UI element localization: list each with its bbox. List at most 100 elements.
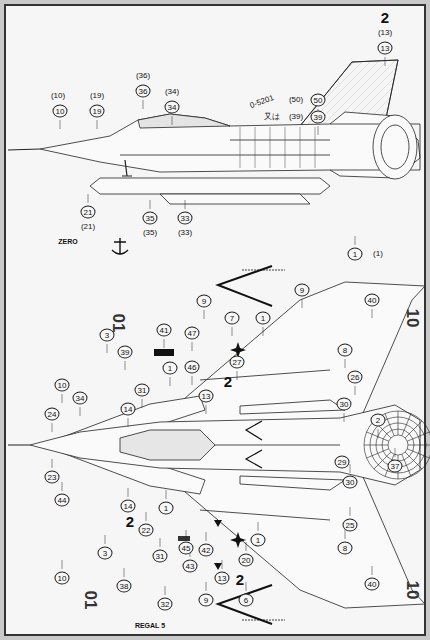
callout-number: 27 bbox=[230, 356, 245, 369]
callout-number: 7 bbox=[225, 312, 240, 325]
callout-number: 13 bbox=[215, 572, 230, 585]
callout-number: 35 bbox=[143, 212, 158, 225]
callout-number: 46 bbox=[185, 361, 200, 374]
leader-line bbox=[150, 200, 151, 209]
callout-number: 47 bbox=[185, 327, 200, 340]
leader-line bbox=[192, 342, 193, 351]
callout-number: 32 bbox=[158, 598, 173, 611]
decal-label: 2 bbox=[381, 10, 389, 26]
callout-number: 9 bbox=[199, 594, 214, 607]
callout-number: 33 bbox=[178, 212, 193, 225]
leader-line bbox=[97, 120, 98, 129]
callout-number: 45 bbox=[179, 542, 194, 555]
decal-label: 10 bbox=[403, 581, 421, 600]
callout-number: 41 bbox=[157, 324, 172, 337]
leader-line bbox=[107, 344, 108, 353]
leader-line bbox=[128, 488, 129, 497]
panel-line bbox=[315, 127, 316, 168]
callout-number: 30 bbox=[337, 398, 352, 411]
decal-label: (36) bbox=[136, 71, 150, 81]
leader-line bbox=[166, 490, 167, 499]
decal-label: 2 bbox=[126, 514, 134, 530]
leader-line bbox=[160, 538, 161, 547]
decal-label: (50) bbox=[289, 95, 303, 105]
leader-line bbox=[232, 327, 233, 336]
leader-line bbox=[355, 236, 356, 245]
leader-line bbox=[378, 429, 379, 438]
star-decal bbox=[154, 342, 246, 570]
decal-label: (13) bbox=[378, 28, 392, 38]
leader-line bbox=[372, 309, 373, 318]
callout-number: 34 bbox=[165, 101, 180, 114]
callout-number: 3 bbox=[100, 329, 115, 342]
leader-line bbox=[192, 376, 193, 385]
callout-number: 25 bbox=[343, 519, 358, 532]
leader-line bbox=[345, 530, 346, 539]
decal-label: (33) bbox=[178, 228, 192, 238]
callout-number: 19 bbox=[90, 105, 105, 118]
callout-number: 21 bbox=[81, 206, 96, 219]
side-view bbox=[8, 60, 420, 204]
callout-number: 9 bbox=[197, 295, 212, 308]
leader-line bbox=[164, 339, 165, 348]
leader-line bbox=[146, 512, 147, 521]
panel-line bbox=[255, 127, 256, 168]
leader-line bbox=[165, 586, 166, 595]
callout-number: 6 bbox=[239, 594, 254, 607]
decal-label: REGAL 5 bbox=[135, 621, 165, 631]
decal-label: (19) bbox=[90, 91, 104, 101]
red-decal bbox=[178, 536, 190, 541]
callout-number: 1 bbox=[163, 362, 178, 375]
callout-number: 34 bbox=[73, 392, 88, 405]
leader-line bbox=[170, 377, 171, 386]
decal-label: (39) bbox=[289, 112, 303, 122]
callout-number: 8 bbox=[338, 344, 353, 357]
callout-number: 13 bbox=[199, 390, 214, 403]
triangle-decal bbox=[214, 520, 222, 527]
decal-label: 10 bbox=[403, 309, 421, 328]
leader-line bbox=[263, 327, 264, 336]
leader-line bbox=[186, 530, 187, 539]
callout-number: 1 bbox=[251, 534, 266, 547]
nozzle-petal bbox=[405, 452, 422, 469]
callout-number: 29 bbox=[335, 456, 350, 469]
sheet-frame bbox=[5, 5, 425, 635]
leader-line bbox=[62, 394, 63, 403]
panel-line bbox=[285, 127, 286, 168]
anchor-mark bbox=[112, 238, 128, 254]
nozzle-petal bbox=[402, 414, 411, 436]
leader-line bbox=[88, 194, 89, 203]
leader-line bbox=[60, 120, 61, 129]
callout-number: 10 bbox=[53, 105, 68, 118]
nozzle-petal bbox=[367, 432, 389, 441]
callout-number: 37 bbox=[388, 460, 403, 473]
black-decal bbox=[154, 349, 174, 356]
decal-label: (1) bbox=[373, 249, 383, 259]
leader-line bbox=[385, 57, 386, 66]
leader-line bbox=[246, 582, 247, 591]
decal-label: 01 bbox=[81, 591, 99, 610]
callout-number: 3 bbox=[98, 547, 113, 560]
callout-number: 30 bbox=[343, 476, 358, 489]
nozzle-petal bbox=[407, 449, 429, 458]
leader-line bbox=[350, 507, 351, 516]
callout-number: 1 bbox=[159, 502, 174, 515]
leader-line bbox=[258, 522, 259, 531]
callout-number: 42 bbox=[199, 544, 214, 557]
decal-label: (10) bbox=[51, 91, 65, 101]
nozzle-petal bbox=[408, 445, 430, 446]
callout-number: 8 bbox=[338, 542, 353, 555]
top-view bbox=[8, 282, 425, 608]
callout-number: 39 bbox=[311, 111, 326, 124]
callout-number: 40 bbox=[365, 294, 380, 307]
callout-number: 23 bbox=[45, 471, 60, 484]
nozzle-petal bbox=[398, 411, 399, 435]
callout-number: 13 bbox=[378, 42, 393, 55]
callout-number: 43 bbox=[183, 560, 198, 573]
leader-line bbox=[350, 464, 351, 473]
callout-number: 22 bbox=[139, 524, 154, 537]
nozzle-petal bbox=[385, 414, 394, 436]
chevron-decal bbox=[218, 266, 285, 624]
leader-line bbox=[222, 560, 223, 569]
leader-line bbox=[80, 407, 81, 416]
